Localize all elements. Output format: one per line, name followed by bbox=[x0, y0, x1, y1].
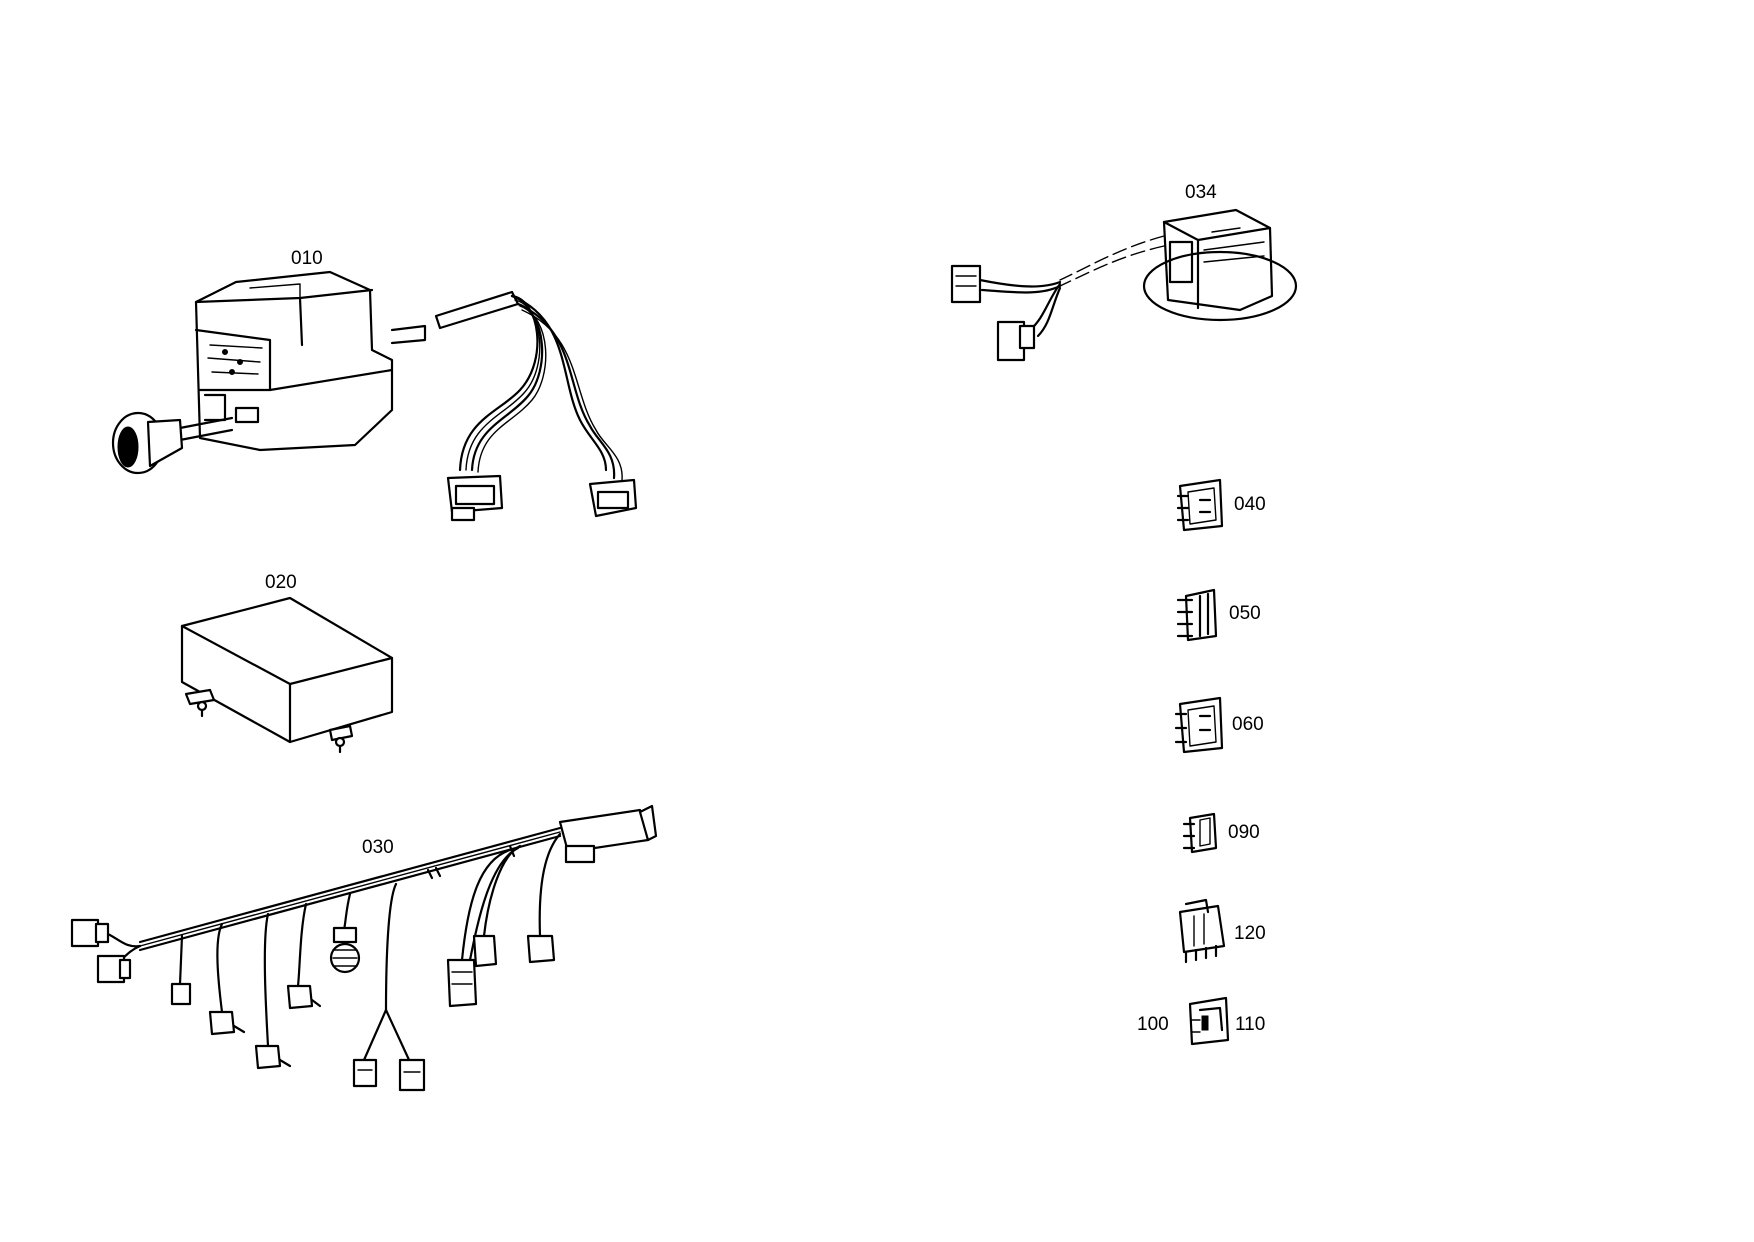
callout-040: 040 bbox=[1234, 494, 1266, 515]
callout-120: 120 bbox=[1234, 923, 1266, 944]
callout-030: 030 bbox=[362, 837, 394, 858]
part-090-connector bbox=[1182, 812, 1218, 854]
callout-110: 110 bbox=[1235, 1014, 1266, 1035]
part-100-110-connector bbox=[1188, 996, 1230, 1046]
callout-010: 010 bbox=[291, 248, 323, 269]
part-020-control-box bbox=[180, 596, 394, 754]
callout-050: 050 bbox=[1229, 603, 1261, 624]
part-120-connector bbox=[1178, 898, 1226, 964]
part-034-display-unit bbox=[950, 208, 1298, 362]
callout-020: 020 bbox=[265, 572, 297, 593]
part-050-connector bbox=[1176, 588, 1218, 642]
part-040-connector bbox=[1176, 478, 1224, 532]
callout-060: 060 bbox=[1232, 714, 1264, 735]
callout-100: 100 bbox=[1137, 1014, 1169, 1035]
callout-090: 090 bbox=[1228, 822, 1260, 843]
part-060-connector bbox=[1174, 696, 1224, 754]
callout-034: 034 bbox=[1185, 182, 1217, 203]
part-010-switch-unit bbox=[111, 270, 638, 522]
part-030-wiring-harness bbox=[70, 804, 658, 1092]
